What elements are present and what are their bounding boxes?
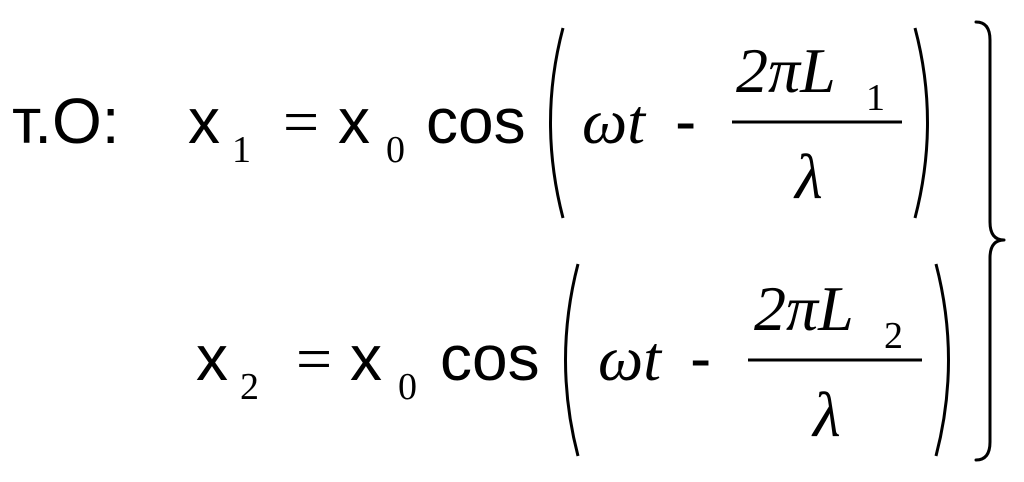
eq2-equals: = xyxy=(296,323,332,394)
eq1-numerator: 2πL xyxy=(736,35,836,106)
eq2-denominator: λ xyxy=(811,379,841,450)
eq1-numerator-subscript: 1 xyxy=(866,77,885,119)
eq1-amplitude: x xyxy=(338,85,370,157)
right-curly-brace xyxy=(974,20,1006,462)
eq1-right-paren xyxy=(913,27,929,219)
eq1-cos: cos xyxy=(426,85,526,157)
equation-1: x 1 = x 0 cos ωt - 2πL 1 λ xyxy=(188,27,929,219)
eq1-amplitude-subscript: 0 xyxy=(386,129,405,171)
eq2-variable: x xyxy=(196,322,228,394)
eq2-numerator: 2πL xyxy=(754,273,854,344)
eq2-right-paren xyxy=(934,263,950,457)
eq1-equals: = xyxy=(283,86,319,157)
eq2-omega-t: ωt xyxy=(598,323,663,394)
eq1-variable: x xyxy=(188,85,220,157)
eq1-omega-t: ωt xyxy=(582,86,647,157)
eq1-minus: - xyxy=(675,85,696,157)
eq2-amplitude-subscript: 0 xyxy=(398,366,417,408)
eq1-left-paren xyxy=(549,27,565,219)
eq1-variable-subscript: 1 xyxy=(232,129,251,171)
eq2-variable-subscript: 2 xyxy=(240,366,259,408)
equation-2: x 2 = x 0 cos ωt - 2πL 2 λ xyxy=(196,263,950,457)
eq2-left-paren xyxy=(564,263,580,457)
eq2-amplitude: x xyxy=(350,322,382,394)
eq2-minus: - xyxy=(690,322,711,394)
prefix-label: т.О: xyxy=(12,85,120,157)
eq2-cos: cos xyxy=(440,322,540,394)
eq2-numerator-subscript: 2 xyxy=(884,315,903,357)
eq1-denominator: λ xyxy=(793,141,823,212)
